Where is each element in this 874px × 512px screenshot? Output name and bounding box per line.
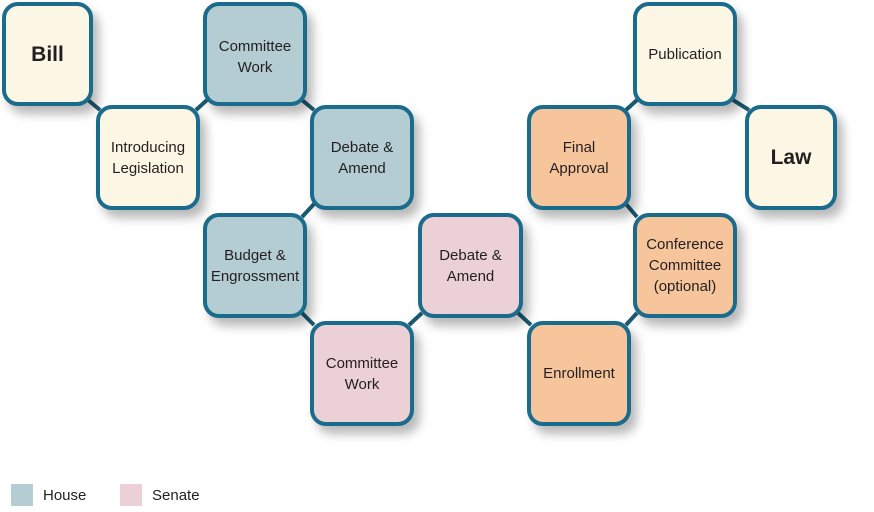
legend-senate: Senate (120, 484, 200, 506)
senate-swatch (120, 484, 142, 506)
node-introducing-legislation: Introducing Legislation (96, 105, 200, 210)
node-house-committee-work: Committee Work (203, 2, 307, 106)
node-house-debate-amend: Debate & Amend (310, 105, 414, 210)
node-enrollment: Enrollment (527, 321, 631, 426)
house-swatch (11, 484, 33, 506)
node-senate-debate-amend: Debate & Amend (418, 213, 523, 318)
legend-label: House (43, 486, 87, 504)
node-bill: Bill (2, 2, 93, 106)
node-label: Publication (648, 45, 722, 63)
legend-label: Senate (152, 486, 200, 504)
node-label: Enrollment (543, 365, 615, 382)
node-label: Final Approval (549, 138, 609, 177)
legend-house: House (11, 484, 86, 506)
node-label: Introducing Legislation (110, 138, 186, 177)
node-publication: Publication (633, 2, 737, 106)
node-label: Law (770, 146, 812, 169)
node-senate-committee-work: Committee Work (310, 321, 414, 426)
node-label: Debate & Amend (439, 246, 502, 285)
node-conference-committee: Conference Committee (optional) (633, 213, 737, 318)
node-label: Budget & Engrossment (210, 246, 300, 285)
node-label: Bill (31, 43, 64, 66)
node-label: Conference Committee (optional) (646, 236, 724, 295)
node-label: Committee Work (218, 38, 292, 76)
node-label: Committee Work (325, 354, 399, 393)
node-final-approval: Final Approval (527, 105, 631, 210)
node-budget-engrossment: Budget & Engrossment (203, 213, 307, 318)
node-label: Debate & Amend (330, 138, 394, 177)
node-law: Law (745, 105, 837, 210)
